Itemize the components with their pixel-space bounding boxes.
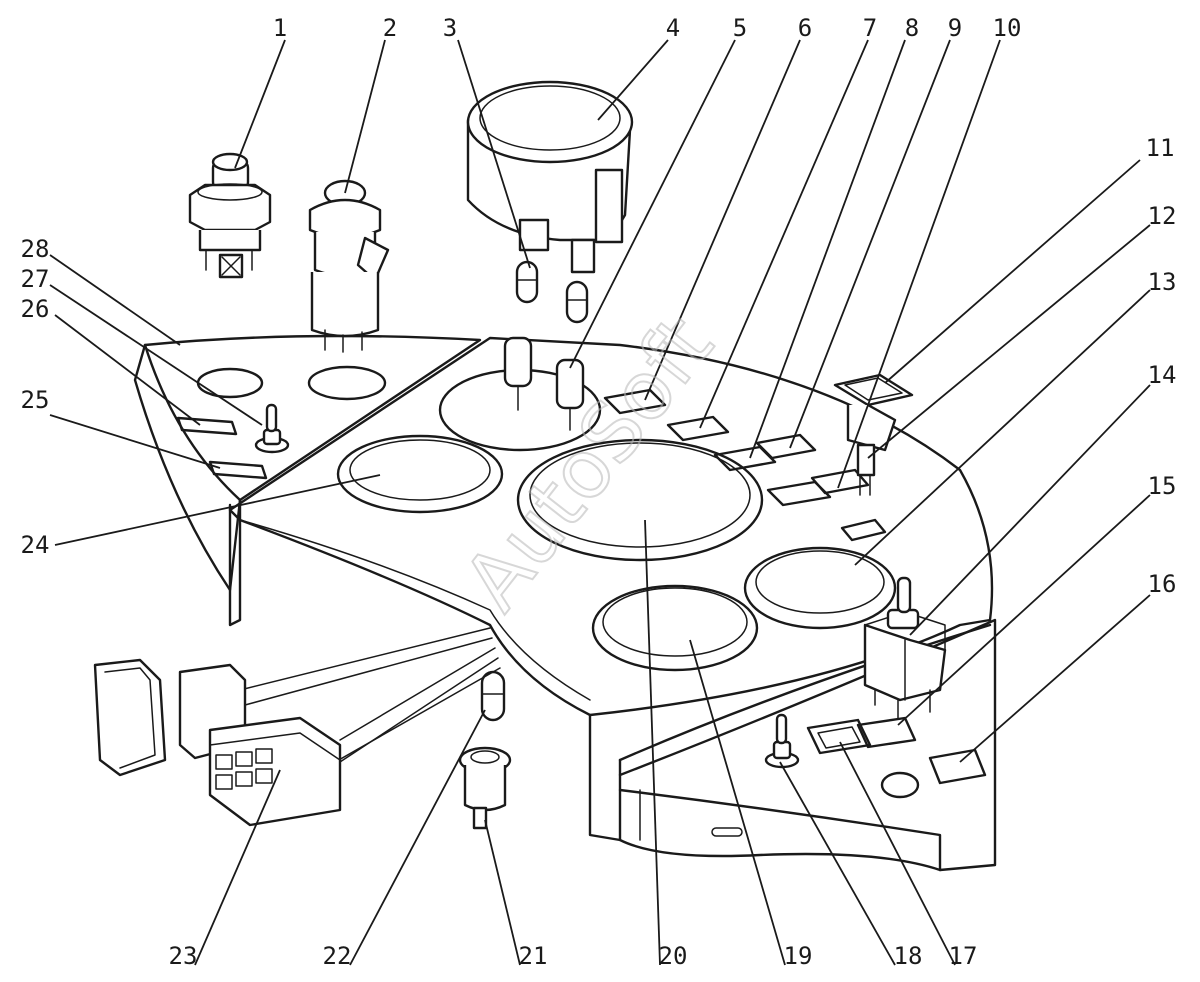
base-hole <box>880 771 920 799</box>
callout-8: 8 <box>905 14 919 42</box>
callout-24: 24 <box>21 531 50 559</box>
window-15 <box>856 716 917 749</box>
callout-14: 14 <box>1148 361 1177 389</box>
toggle-switch-18 <box>764 713 800 769</box>
callout-23: 23 <box>169 942 198 970</box>
window-17 <box>806 718 872 755</box>
window-6 <box>603 388 667 415</box>
window-25 <box>208 460 268 480</box>
window-10b <box>810 468 870 495</box>
window-16 <box>928 748 987 785</box>
lamp-socket-5 <box>503 336 585 431</box>
callout-25: 25 <box>21 386 50 414</box>
callout-17: 17 <box>949 942 978 970</box>
gauge-13 <box>743 546 897 630</box>
callout-7: 7 <box>863 14 877 42</box>
toggle-switch-14 <box>863 576 947 719</box>
push-switch-1 <box>188 152 272 279</box>
wiring-harness <box>179 627 501 766</box>
callout-labels: 1 2 3 4 5 6 7 8 9 10 11 12 13 14 15 16 1… <box>21 14 1177 970</box>
window-7 <box>666 415 730 442</box>
callout-19: 19 <box>784 942 813 970</box>
callout-22: 22 <box>323 942 352 970</box>
callout-13: 13 <box>1148 268 1177 296</box>
gauge-4 <box>466 80 634 274</box>
callout-26: 26 <box>21 295 50 323</box>
push-button-2 <box>308 179 390 353</box>
callout-3: 3 <box>443 14 457 42</box>
panel-openings <box>196 365 920 799</box>
window-8 <box>713 445 777 472</box>
callout-9: 9 <box>948 14 962 42</box>
left-upper-hole-2 <box>307 365 387 401</box>
callout-2: 2 <box>383 14 397 42</box>
toggle-switch-27 <box>254 403 290 454</box>
callout-10: 10 <box>993 14 1022 42</box>
callout-12: 12 <box>1148 202 1177 230</box>
callout-20: 20 <box>659 942 688 970</box>
callout-21: 21 <box>519 942 548 970</box>
window-10 <box>766 480 832 507</box>
callout-11: 11 <box>1146 134 1175 162</box>
connector-23 <box>93 658 342 827</box>
callout-15: 15 <box>1148 472 1177 500</box>
callout-16: 16 <box>1148 570 1177 598</box>
switch-11 <box>833 373 914 496</box>
callout-6: 6 <box>798 14 812 42</box>
callout-28: 28 <box>21 235 50 263</box>
callout-4: 4 <box>666 14 680 42</box>
leader-lines <box>49 39 1151 966</box>
window-9 <box>755 433 817 460</box>
gauge-19 <box>591 584 759 672</box>
callout-1: 1 <box>273 14 287 42</box>
callout-5: 5 <box>733 14 747 42</box>
gauge-20 <box>516 438 764 562</box>
callout-27: 27 <box>21 265 50 293</box>
left-upper-hole <box>196 367 264 399</box>
callout-18: 18 <box>894 942 923 970</box>
gauge-24 <box>336 434 504 514</box>
bulb-3 <box>515 260 589 324</box>
lamp-holder-21 <box>458 746 512 830</box>
bulb-22 <box>480 670 506 722</box>
window-26 <box>176 416 238 436</box>
indicator-windows <box>176 388 987 785</box>
window-13 <box>840 518 887 542</box>
